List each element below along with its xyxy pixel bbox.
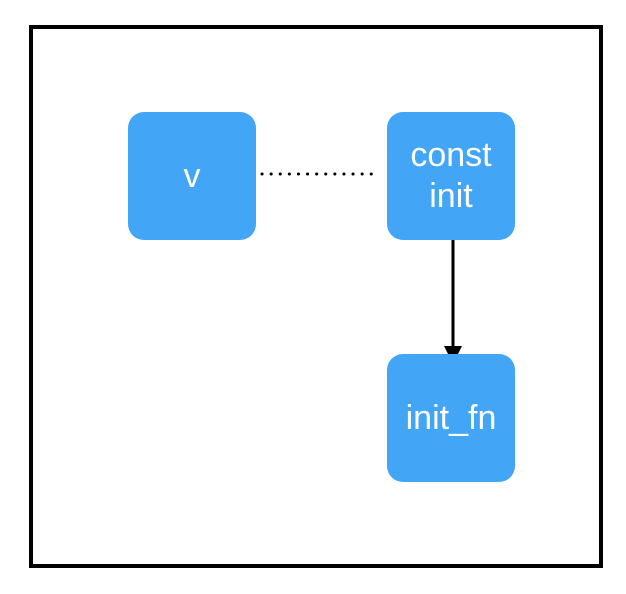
diagram-frame — [29, 25, 603, 568]
node-v: v — [128, 112, 256, 240]
node-const-init: const init — [387, 112, 515, 240]
node-init-fn: init_fn — [387, 354, 515, 482]
